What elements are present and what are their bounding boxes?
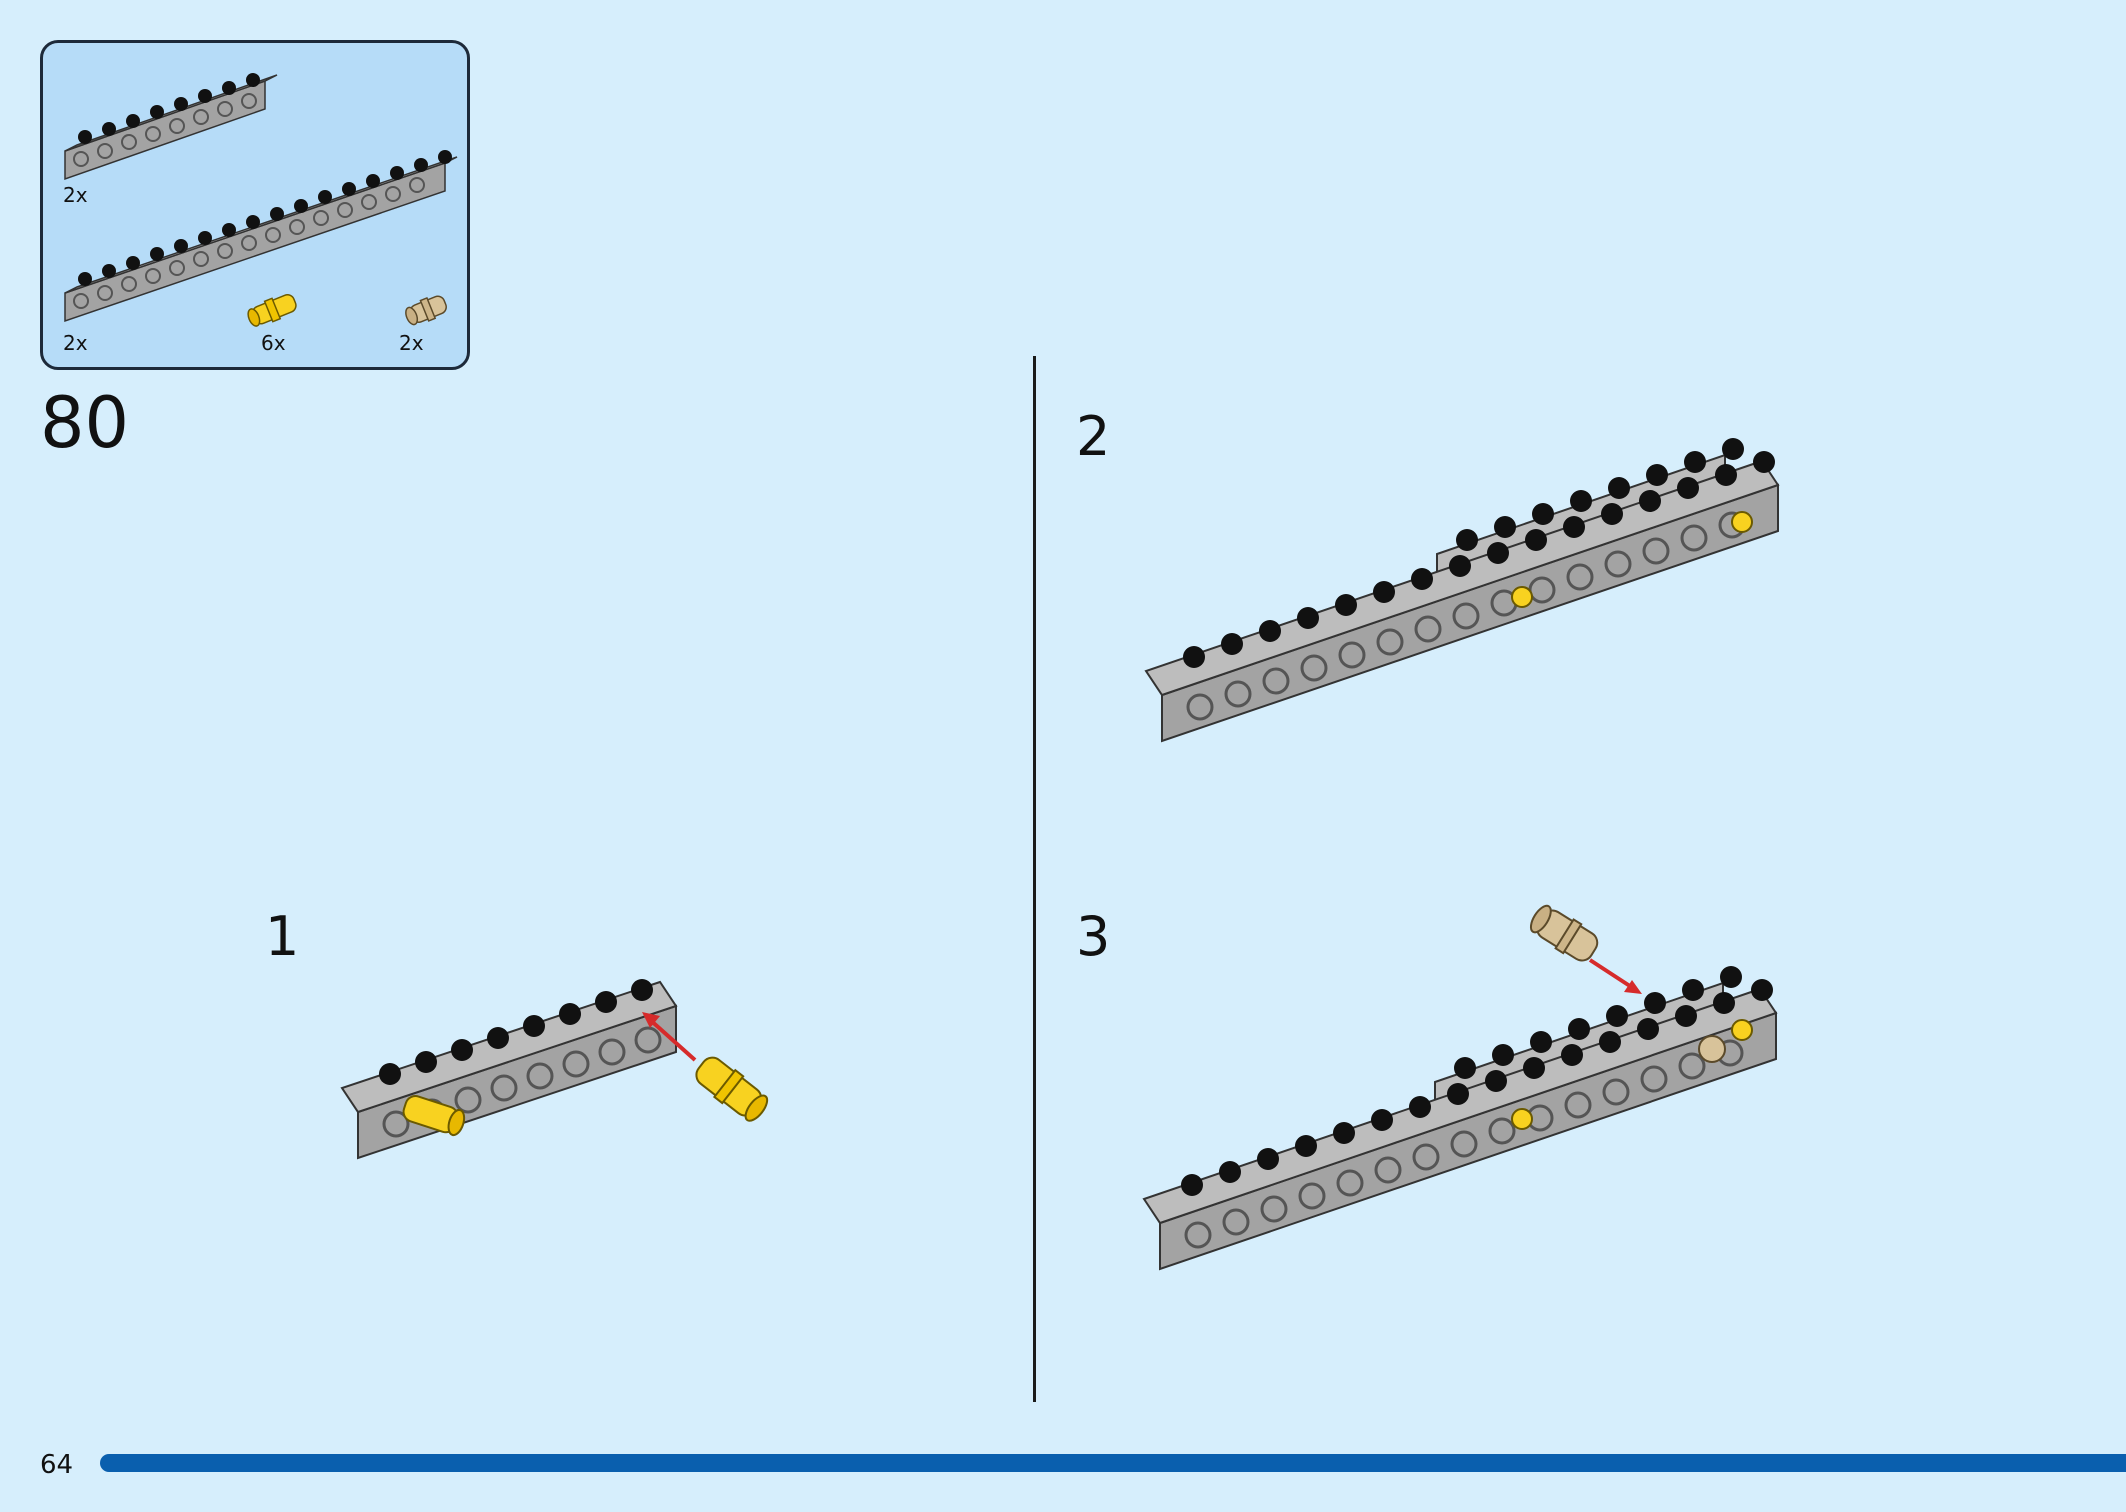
technic-beam-16-icon xyxy=(64,150,458,323)
yellow-pin-arrow-icon xyxy=(695,1056,769,1122)
yellow-pin-icon xyxy=(247,294,297,327)
substep-1-label: 1 xyxy=(265,905,300,968)
substep-2-label: 2 xyxy=(1076,405,1111,468)
yellow-pin-end-icon xyxy=(1731,1019,1753,1041)
quantity-tan-pin: 2x xyxy=(399,331,424,355)
column-divider xyxy=(1033,356,1036,1402)
parts-callout-box: 2x 2x 6x 2x xyxy=(40,40,470,370)
progress-bar xyxy=(100,1454,2126,1472)
page-number: 64 xyxy=(40,1450,74,1480)
yellow-pin-end-icon xyxy=(1731,511,1753,533)
tan-pin-icon xyxy=(405,295,447,326)
substep-3-label: 3 xyxy=(1076,905,1111,968)
quantity-beam-8: 2x xyxy=(63,183,88,207)
technic-beam-8-icon xyxy=(64,73,278,181)
tan-pin-arrow-icon xyxy=(1529,904,1599,962)
inserted-yellow-pin-icon xyxy=(402,1095,466,1137)
quantity-yellow-pin: 6x xyxy=(261,331,286,355)
step-number: 80 xyxy=(40,382,130,464)
yellow-pin-end-icon xyxy=(1511,586,1533,608)
yellow-pin-end-icon xyxy=(1511,1108,1533,1130)
parts-illustration xyxy=(64,73,458,327)
tan-pin-end-icon xyxy=(1698,1035,1726,1063)
quantity-beam-16: 2x xyxy=(63,331,88,355)
